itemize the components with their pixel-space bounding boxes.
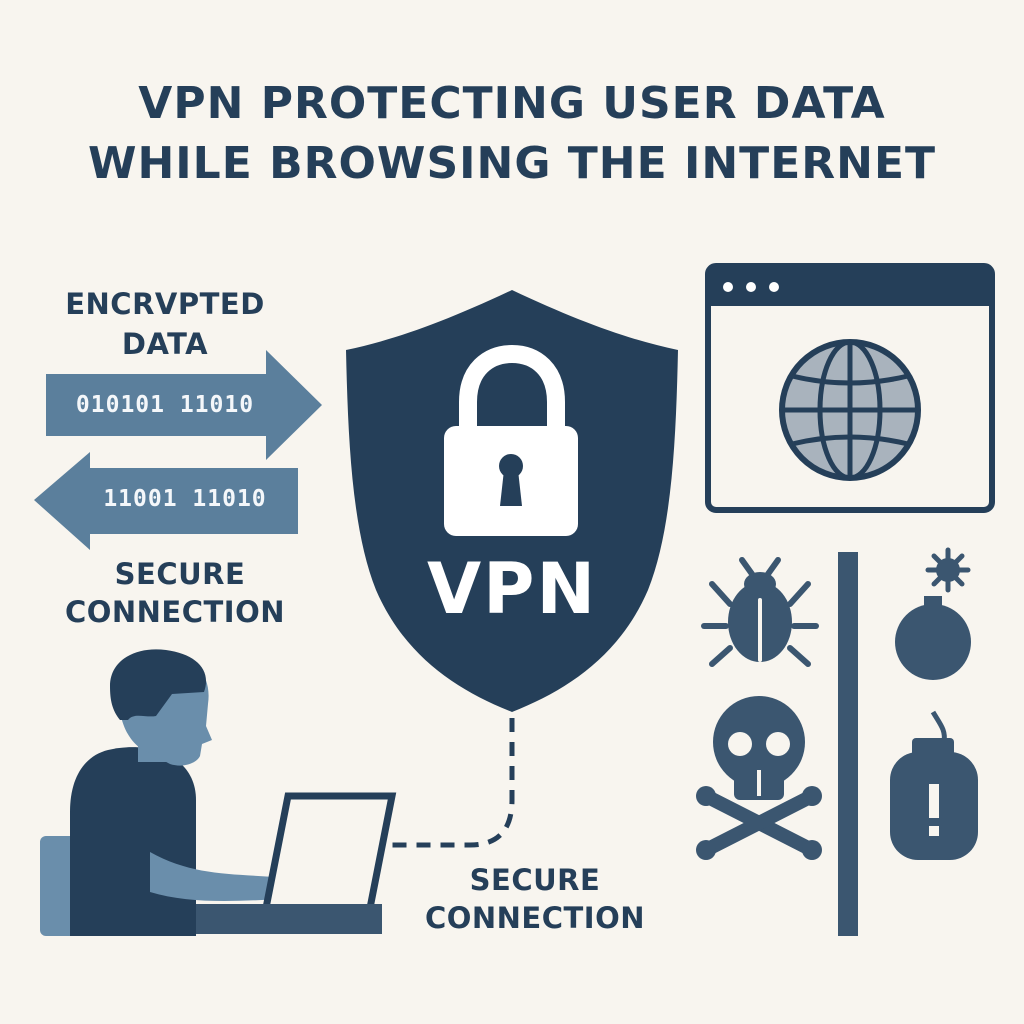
window-dot-icon (746, 282, 756, 292)
secure-connection-label-line2: CONNECTION (64, 595, 286, 629)
window-dot-icon (723, 282, 733, 292)
encrypted-data-label-line1: ENCRVPTED (65, 287, 265, 321)
window-dot-icon (769, 282, 779, 292)
bomb-icon (895, 596, 971, 680)
vpn-shield-text: VPN (426, 548, 598, 630)
secure-connection-dashed-line (386, 718, 515, 848)
firewall-barrier (838, 552, 858, 936)
skull-crossbones-icon (696, 696, 822, 860)
title-line-2: WHILE BROWSING THE INTERNET (87, 138, 937, 189)
outgoing-binary-text: 010101 11010 (75, 392, 255, 418)
bug-icon (701, 557, 819, 667)
warning-grenade-icon (890, 710, 978, 860)
padlock-icon (444, 344, 578, 536)
encrypted-data-label-line2: DATA (121, 327, 209, 361)
bottom-secure-connection-label-line2: CONNECTION (424, 901, 646, 935)
incoming-binary-text: 11001 11010 (103, 486, 267, 512)
incoming-data-arrow (34, 452, 298, 550)
laptop-icon (196, 792, 397, 934)
globe-icon (779, 339, 921, 481)
title-line-1: VPN PROTECTING USER DATA (138, 78, 886, 129)
secure-connection-label-line1: SECURE (114, 557, 246, 591)
virus-icon (925, 547, 971, 593)
bottom-secure-connection-label-line1: SECURE (469, 863, 601, 897)
outgoing-data-arrow (46, 350, 322, 460)
